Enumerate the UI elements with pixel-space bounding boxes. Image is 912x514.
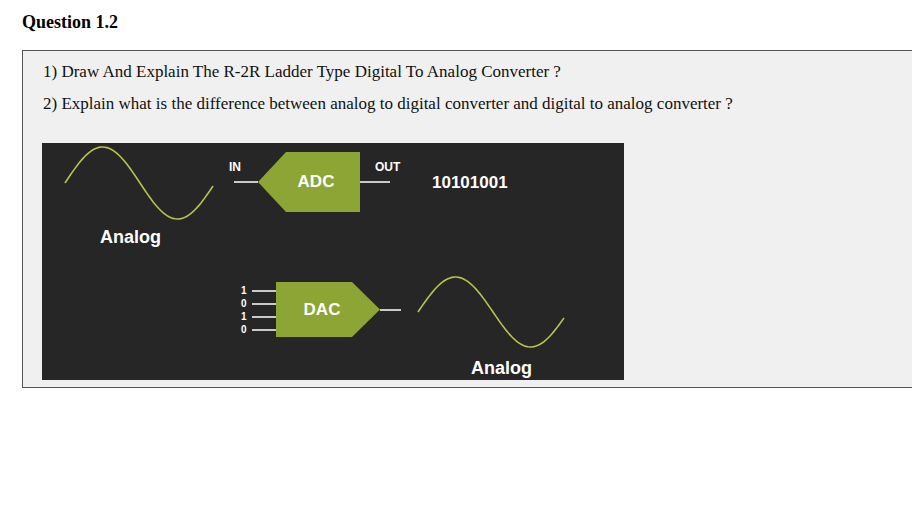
converter-block: ADC (258, 152, 360, 212)
signal-label: Analog (100, 228, 161, 246)
block-label: DAC (304, 300, 341, 320)
analog-wave (65, 147, 213, 219)
question-text: 2) Explain what is the difference betwee… (43, 93, 905, 115)
signal-wire (252, 303, 276, 305)
port-label: IN (229, 161, 241, 173)
question-heading: Question 1.2 (22, 12, 118, 33)
signal-wire (380, 309, 401, 311)
bit-value: 0 (241, 325, 247, 335)
analog-wave (418, 277, 564, 347)
digital-code: 10101001 (432, 174, 508, 191)
converter-block: DAC (276, 282, 380, 337)
signal-wire (360, 181, 390, 183)
question-text: 1) Draw And Explain The R-2R Ladder Type… (43, 61, 905, 83)
port-label: OUT (375, 161, 400, 173)
bit-value: 1 (241, 312, 247, 322)
signal-wire (234, 181, 258, 183)
image-background (42, 143, 624, 380)
question-panel: 1) Draw And Explain The R-2R Ladder Type… (22, 50, 912, 388)
signal-label: Analog (471, 359, 532, 377)
signal-wire (252, 329, 276, 331)
bit-value: 0 (241, 299, 247, 309)
signal-wire (252, 290, 276, 292)
block-label: ADC (298, 172, 335, 192)
bit-value: 1 (241, 286, 247, 296)
signal-wire (252, 316, 276, 318)
